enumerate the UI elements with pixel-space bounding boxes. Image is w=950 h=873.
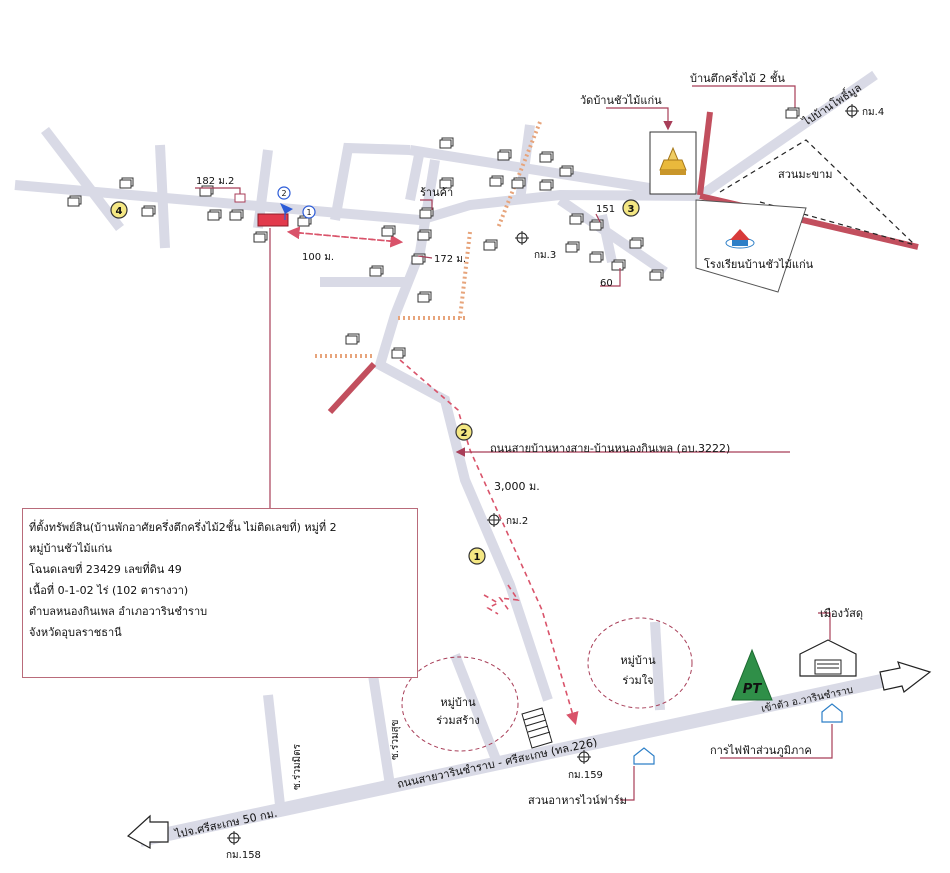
store-building-icon [799,639,857,677]
restaurant-icon [633,747,655,765]
label-km2: กม.2 [506,516,528,527]
route-path [286,226,579,726]
svg-text:4: 4 [116,206,123,217]
label-mango-garden: สวนมะขาม [778,168,833,181]
pt-logo: PT [731,648,773,701]
highway-arrow-west-icon [126,814,169,850]
property-marker-2: 2 [277,186,291,200]
label-km4: กม.4 [862,107,884,118]
km4-target-icon [844,103,860,119]
route-marker-4: 4 [110,201,128,219]
mango-garden-boundary [719,139,916,246]
label-distance-3000m: 3,000 ม. [494,480,540,493]
label-182: 182 ม.2 [196,176,234,187]
label-village-ruamjai: หมู่บ้านร่วมใจ [620,654,656,687]
electricity-office-icon [821,703,843,723]
temple-icon [649,131,697,195]
info-line-district: ตำบลหนองกินเพล อำเภอวารินชำราบ [29,605,208,618]
label-village-ruamsang: หมู่บ้านร่วมสร้าง [436,696,480,727]
label-main-road: ถนนสายวารินชำราบ - ศรีสะเกษ (ทล.226) [396,736,598,791]
info-line-area: เนื้อที่ 0-1-02 ไร่ (102 ตารางวา) [29,584,189,597]
label-road-3222: ถนนสายบ้านหางสาย-บ้านหนองกินเพล (อบ.3222… [490,442,730,455]
label-km158: กม.158 [226,850,261,861]
label-electricity: การไฟฟ้าส่วนภูมิภาค [710,744,812,757]
property-info-box: ที่ตั้งทรัพย์สิน(บ้านพักอาศัยครึ่งตึกครึ… [22,508,418,678]
school-icon [725,229,755,249]
label-temple: วัดบ้านชัวไม้แก่น [580,94,662,107]
gas-station-icon [521,707,553,749]
village-ruamjai-area [587,617,693,709]
svg-text:2: 2 [281,189,286,198]
route-marker-2: 2 [455,423,473,441]
label-172: 172 ม. [434,254,466,265]
label-151: 151 [596,204,615,215]
route-marker-1: 1 [468,547,486,565]
label-km159: กม.159 [568,770,603,781]
info-line-deed: โฉนดเลขที่ 23429 เลขที่ดิน 49 [29,563,182,576]
svg-text:PT: PT [743,682,763,697]
location-pin-icon [280,203,293,214]
label-distance-100m: 100 ม. [302,252,334,263]
highway-arrow-east-icon [879,661,932,693]
label-restaurant: สวนอาหารไวน์ฟาร์ม [528,794,627,807]
svg-text:1: 1 [306,208,311,217]
dotted-trails [315,121,542,358]
route-marker-3: 3 [622,199,640,217]
svg-text:1: 1 [474,552,481,563]
km158-target-icon [226,830,242,846]
km3-target-icon [514,230,530,246]
label-school: โรงเรียนบ้านชัวไม้แก่น [704,257,814,271]
property-plot [257,213,289,227]
label-60: 60 [600,278,613,289]
label-soi-ruamsuk: ซ.ร่วมสุข [390,720,401,760]
label-km3: กม.3 [534,250,556,261]
info-line-province: จังหวัดอุบลราชธานี [29,626,122,639]
svg-text:3: 3 [628,204,635,215]
info-line-village: หมู่บ้านชัวไม้แก่น [29,542,112,555]
property-marker-1: 1 [302,205,316,219]
label-house-2floor: บ้านตึกครึ่งไม้ 2 ชั้น [690,70,785,85]
label-shop: ร้านค้า [420,186,453,199]
info-line-property: ที่ตั้งทรัพย์สิน(บ้านพักอาศัยครึ่งตึกครึ… [29,521,337,534]
label-to-phomun: ไปบ้านโพธิ์มูล [799,79,864,129]
village-ruamsang-area [401,656,519,752]
village-road-network [14,70,878,702]
label-muang-wasadu: เมืองวัสดุ [820,607,863,620]
label-soi-ruammitr: ซ.ร่วมมิตร [292,743,303,790]
svg-text:2: 2 [461,428,468,439]
